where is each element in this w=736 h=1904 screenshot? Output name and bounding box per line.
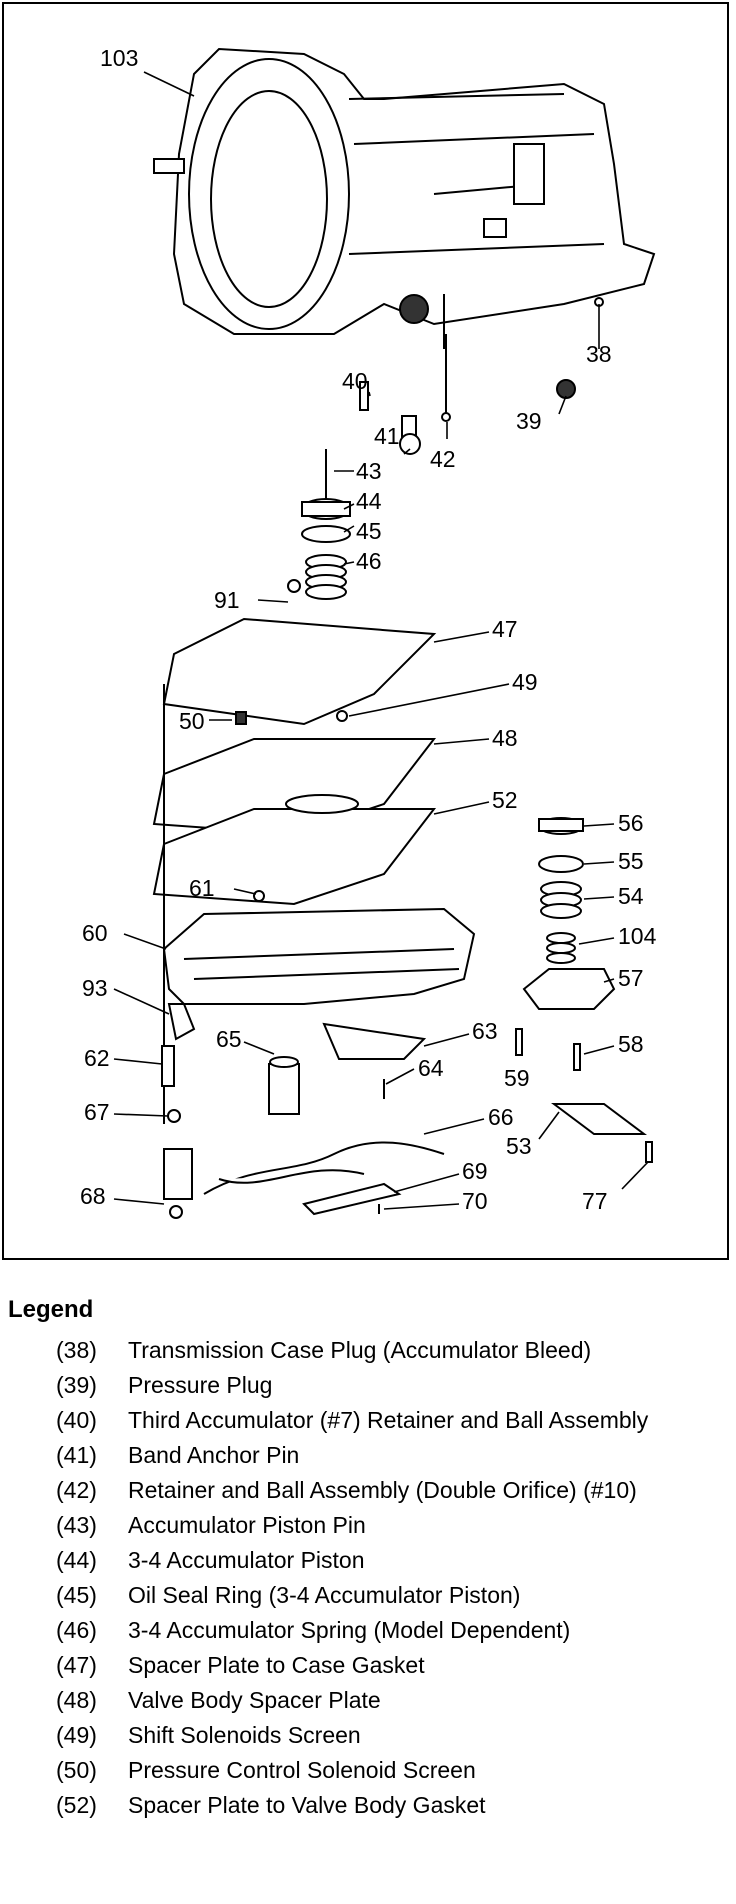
callout-93: 93	[82, 975, 108, 1001]
legend-number: (41)	[56, 1442, 97, 1468]
legend-number: (42)	[56, 1477, 97, 1503]
callout-numbers: 103 38 39 40 41 42 43 44 45 46 91 47 49 …	[80, 45, 657, 1214]
leader-lines	[113, 71, 649, 1210]
callout-43: 43	[356, 458, 382, 484]
callout-69: 69	[462, 1158, 488, 1184]
callout-47: 47	[492, 616, 518, 642]
callout-64: 64	[418, 1055, 444, 1081]
legend-description: Band Anchor Pin	[128, 1442, 300, 1468]
legend-number: (40)	[56, 1407, 97, 1433]
callout-38: 38	[586, 341, 612, 367]
callout-53: 53	[506, 1133, 532, 1159]
diagram-frame: 103 38 39 40 41 42 43 44 45 46 91 47 49 …	[2, 2, 729, 1260]
callout-45: 45	[356, 518, 382, 544]
callout-55: 55	[618, 848, 644, 874]
callout-42: 42	[430, 446, 456, 472]
callout-62: 62	[84, 1045, 110, 1071]
callout-91: 91	[214, 587, 240, 613]
legend-item-45: (45) Oil Seal Ring (3-4 Accumulator Pist…	[0, 1581, 736, 1609]
callout-77: 77	[582, 1188, 608, 1214]
callout-63: 63	[472, 1018, 498, 1044]
legend-item-39: (39) Pressure Plug	[0, 1371, 736, 1399]
callout-49: 49	[512, 669, 538, 695]
legend-item-49: (49) Shift Solenoids Screen	[0, 1721, 736, 1749]
legend-number: (43)	[56, 1512, 97, 1538]
legend-item-44: (44) 3-4 Accumulator Piston	[0, 1546, 736, 1574]
solenoid-harness	[161, 684, 445, 1219]
legend-item-43: (43) Accumulator Piston Pin	[0, 1511, 736, 1539]
callout-54: 54	[618, 883, 644, 909]
callout-41: 41	[374, 423, 400, 449]
legend-number: (50)	[56, 1757, 97, 1783]
exploded-view-diagram: 103 38 39 40 41 42 43 44 45 46 91 47 49 …	[80, 45, 657, 1219]
legend-item-38: (38) Transmission Case Plug (Accumulator…	[0, 1336, 736, 1364]
legend-item-50: (50) Pressure Control Solenoid Screen	[0, 1756, 736, 1784]
legend-number: (44)	[56, 1547, 97, 1573]
callout-44: 44	[356, 488, 382, 514]
legend-item-41: (41) Band Anchor Pin	[0, 1441, 736, 1469]
callout-67: 67	[84, 1099, 110, 1125]
legend-description: 3-4 Accumulator Spring (Model Dependent)	[128, 1617, 571, 1643]
accumulator-stack	[287, 449, 351, 600]
callout-59: 59	[504, 1065, 530, 1091]
legend: Legend (38) Transmission Case Plug (Accu…	[0, 1296, 736, 1826]
legend-title: Legend	[8, 1296, 94, 1323]
callout-60: 60	[82, 920, 108, 946]
legend-description: Valve Body Spacer Plate	[128, 1687, 381, 1713]
legend-description: Spacer Plate to Case Gasket	[128, 1652, 425, 1678]
legend-description: Transmission Case Plug (Accumulator Blee…	[128, 1337, 592, 1363]
callout-58: 58	[618, 1031, 644, 1057]
legend-number: (46)	[56, 1617, 97, 1643]
legend-item-46: (46) 3-4 Accumulator Spring (Model Depen…	[0, 1616, 736, 1644]
callout-66: 66	[488, 1104, 514, 1130]
callout-103: 103	[100, 45, 138, 71]
legend-number: (47)	[56, 1652, 97, 1678]
legend-description: Pressure Plug	[128, 1372, 273, 1398]
legend-item-48: (48) Valve Body Spacer Plate	[0, 1686, 736, 1714]
legend-number: (52)	[56, 1792, 97, 1818]
legend-description: Retainer and Ball Assembly (Double Orifi…	[128, 1477, 637, 1503]
legend-description: Accumulator Piston Pin	[128, 1512, 366, 1538]
legend-number: (49)	[56, 1722, 97, 1748]
callout-61: 61	[189, 875, 215, 901]
callout-57: 57	[618, 965, 644, 991]
gasket-plates	[152, 617, 437, 906]
legend-number: (45)	[56, 1582, 97, 1608]
legend-item-47: (47) Spacer Plate to Case Gasket	[0, 1651, 736, 1679]
legend-item-42: (42) Retainer and Ball Assembly (Double …	[0, 1476, 736, 1504]
valve-body	[162, 907, 476, 1060]
callout-104: 104	[618, 923, 657, 949]
legend-description: 3-4 Accumulator Piston	[128, 1547, 365, 1573]
case-plugs	[359, 297, 604, 455]
legend-description: Spacer Plate to Valve Body Gasket	[128, 1792, 486, 1818]
callout-39: 39	[516, 408, 542, 434]
callout-40: 40	[342, 368, 368, 394]
callout-48: 48	[492, 725, 518, 751]
callout-65: 65	[216, 1026, 242, 1052]
callout-50: 50	[179, 708, 205, 734]
legend-item-52: (52) Spacer Plate to Valve Body Gasket	[0, 1791, 736, 1819]
legend-number: (38)	[56, 1337, 97, 1363]
callout-70: 70	[462, 1188, 488, 1214]
legend-description: Shift Solenoids Screen	[128, 1722, 361, 1748]
transmission-case	[153, 47, 656, 349]
legend-item-40: (40) Third Accumulator (#7) Retainer and…	[0, 1406, 736, 1434]
legend-description: Third Accumulator (#7) Retainer and Ball…	[128, 1407, 649, 1433]
accumulator-assembly	[515, 817, 653, 1163]
callout-52: 52	[492, 787, 518, 813]
legend-description: Pressure Control Solenoid Screen	[128, 1757, 476, 1783]
callout-68: 68	[80, 1183, 106, 1209]
legend-number: (39)	[56, 1372, 97, 1398]
legend-description: Oil Seal Ring (3-4 Accumulator Piston)	[128, 1582, 521, 1608]
callout-56: 56	[618, 810, 644, 836]
legend-number: (48)	[56, 1687, 97, 1713]
callout-46: 46	[356, 548, 382, 574]
